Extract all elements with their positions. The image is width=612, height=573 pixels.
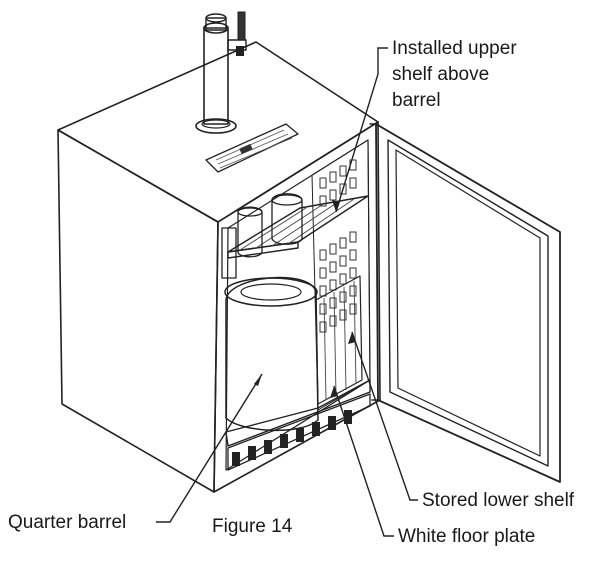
label-stored-lower-shelf: Stored lower shelf (422, 490, 575, 511)
leader-stored-lower-shelf (351, 331, 418, 501)
shelf-containers (221, 193, 303, 279)
label-upper-shelf-line3: barrel (392, 90, 441, 111)
control-panel (205, 123, 299, 173)
leader-arrow-floor (330, 386, 338, 398)
label-white-floor-plate: White floor plate (398, 526, 535, 547)
leader-upper-shelf (335, 47, 388, 213)
callout-leaders (156, 47, 418, 537)
leader-arrow-barrel (254, 374, 262, 386)
cabinet-left-side (57, 129, 219, 493)
white-floor-plate (225, 379, 371, 471)
label-upper-shelf-line2: shelf above (392, 64, 489, 85)
leader-white-floor-plate (333, 385, 394, 537)
figure-caption: Figure 14 (212, 516, 293, 537)
open-door (369, 123, 561, 483)
tap-tower (195, 11, 247, 134)
upper-shelf (227, 195, 369, 259)
stored-lower-shelf (315, 275, 363, 405)
label-upper-shelf-line1: Installed upper (392, 38, 517, 59)
tap-handle (237, 11, 246, 41)
leader-quarter-barrel (156, 373, 263, 523)
leader-arrow-lower (348, 332, 356, 344)
label-quarter-barrel: Quarter barrel (8, 512, 126, 533)
cabinet (57, 41, 381, 493)
leader-arrow-upper (332, 200, 340, 212)
quarter-barrel (224, 276, 319, 432)
interior-vents (319, 159, 357, 333)
